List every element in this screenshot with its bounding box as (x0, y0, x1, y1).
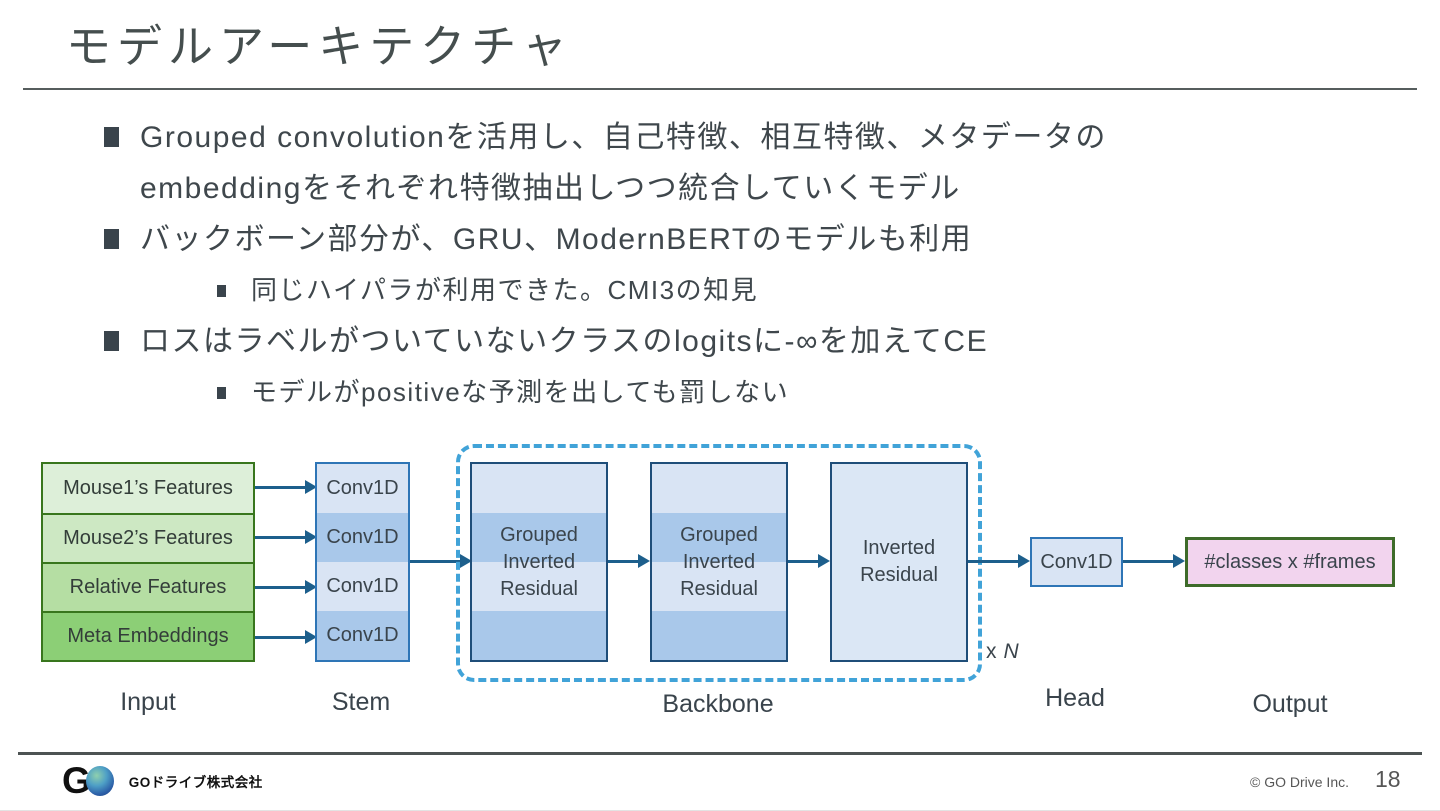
bullet-item: ロスはラベルがついていないクラスのlogitsに-∞を加えてCE (0, 316, 1400, 367)
flow-arrow-icon (255, 580, 317, 594)
stage-label-head: Head (1045, 684, 1105, 712)
flow-arrow-icon (410, 554, 472, 568)
repeat-n: N (1003, 640, 1019, 663)
bullet-text: バックボーン部分が、GRU、ModernBERTのモデルも利用 (140, 223, 973, 256)
stem-conv1d-box: Conv1D (317, 562, 408, 611)
stem-conv1d-box: Conv1D (317, 513, 408, 562)
input-stack: Mouse1’s Features Mouse2’s Features Rela… (41, 462, 255, 662)
copyright-text: © GO Drive Inc. (1250, 774, 1349, 790)
stage-label-output: Output (1252, 690, 1328, 718)
stage-label-input: Input (120, 688, 176, 716)
bullet-item: Grouped convolutionを活用し、自己特徴、相互特徴、メタデータの… (0, 112, 1400, 214)
backbone-block-grouped-inverted-residual: Grouped Inverted Residual (470, 462, 608, 662)
input-row-meta-embeddings: Meta Embeddings (43, 611, 253, 660)
backbone-block-inverted-residual: Inverted Residual (830, 462, 968, 662)
bullet-square-icon (104, 331, 119, 351)
stage-label-backbone: Backbone (662, 690, 774, 718)
bullet-text: ロスはラベルがついていないクラスのlogitsに-∞を加えてCE (140, 325, 989, 358)
flow-arrow-icon (608, 554, 650, 568)
page-title: モデルアーキテクチャ (66, 21, 573, 72)
flow-arrow-icon (255, 530, 317, 544)
stem-conv1d-box: Conv1D (317, 464, 408, 513)
footer-divider (18, 752, 1422, 755)
bullet-list: Grouped convolutionを活用し、自己特徴、相互特徴、メタデータの… (0, 112, 1400, 418)
globe-icon (85, 766, 114, 796)
bullet-text: モデルがpositiveな予測を出しても罰しない (251, 377, 790, 407)
bullet-square-icon (217, 285, 226, 297)
title-divider (23, 88, 1417, 90)
bullet-square-icon (217, 387, 226, 399)
company-name: GOドライブ株式会社 (128, 775, 263, 790)
flow-arrow-icon (968, 554, 1030, 568)
bullet-text: 同じハイパラが利用できた。CMI3の知見 (251, 275, 759, 305)
stem-conv1d-box: Conv1D (317, 611, 408, 660)
input-row-mouse2-features: Mouse2’s Features (43, 513, 253, 562)
flow-arrow-icon (255, 630, 317, 644)
output-box: #classes x #frames (1185, 537, 1395, 587)
sub-bullet-item: 同じハイパラが利用できた。CMI3の知見 (0, 265, 1400, 316)
flow-arrow-icon (1123, 554, 1185, 568)
bullet-square-icon (104, 229, 119, 249)
company-logo: G GOドライブ株式会社 (62, 762, 263, 799)
architecture-diagram: Mouse1’s Features Mouse2’s Features Rela… (0, 440, 1440, 740)
stem-stack: Conv1D Conv1D Conv1D Conv1D (315, 462, 410, 662)
head-conv1d-box: Conv1D (1030, 537, 1123, 587)
flow-arrow-icon (255, 480, 317, 494)
page-number: 18 (1375, 766, 1401, 792)
repeat-x: x (986, 640, 997, 663)
bullet-item: バックボーン部分が、GRU、ModernBERTのモデルも利用 (0, 214, 1400, 265)
bullet-text: Grouped convolutionを活用し、自己特徴、相互特徴、メタデータの… (140, 121, 1107, 205)
flow-arrow-icon (788, 554, 830, 568)
bullet-square-icon (104, 127, 119, 147)
input-row-relative-features: Relative Features (43, 562, 253, 611)
input-row-mouse1-features: Mouse1’s Features (43, 464, 253, 513)
stage-label-stem: Stem (331, 688, 391, 716)
backbone-frame (456, 444, 982, 682)
backbone-block-grouped-inverted-residual: Grouped Inverted Residual (650, 462, 788, 662)
sub-bullet-item: モデルがpositiveな予測を出しても罰しない (0, 367, 1400, 418)
